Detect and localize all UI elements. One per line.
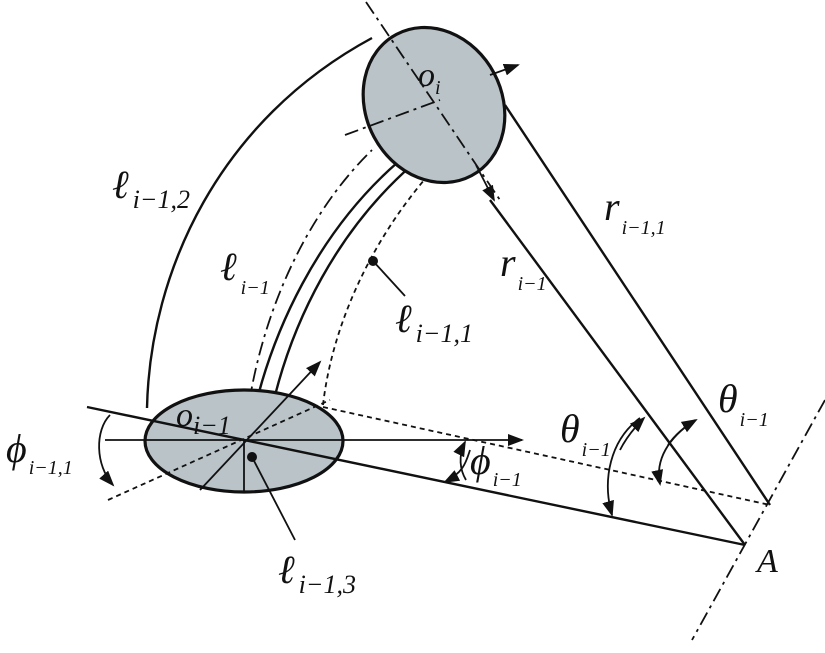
- bottom-disk-radial: [199, 360, 322, 491]
- top-disk-cross-dash: [344, 99, 441, 136]
- arrow-top-right: [489, 64, 520, 76]
- bottom-disk-dash-axis: [107, 399, 331, 501]
- r-i-minus-1-1-line: [503, 104, 772, 506]
- phi-arc-left: [98, 414, 115, 487]
- r-i-minus-1-line: [489, 199, 746, 546]
- base-line-dashed: [322, 406, 771, 506]
- leader-ell-i-1-1: [372, 260, 406, 297]
- disk-top: [361, 25, 507, 185]
- phi-arc-inner: [453, 440, 467, 481]
- backbone-centerline: [244, 149, 373, 436]
- theta-arc-right-start: [667, 418, 698, 446]
- arrow-top-down: [475, 164, 495, 202]
- base-line-solid: [86, 405, 746, 547]
- label-o-i: oi: [418, 57, 441, 99]
- label-point-A: A: [755, 543, 778, 580]
- leader-ell-i-1-3: [251, 456, 296, 541]
- phi-arc-inner-start: [443, 449, 471, 483]
- backbone-curve-outer: [145, 36, 373, 409]
- theta-arc-left-start: [619, 416, 646, 451]
- backbone-curve-inner2: [270, 164, 413, 409]
- plane-line-A: [691, 399, 825, 641]
- label-o-i-minus-1: oi−1: [176, 397, 231, 440]
- theta-arc-left: [602, 417, 641, 517]
